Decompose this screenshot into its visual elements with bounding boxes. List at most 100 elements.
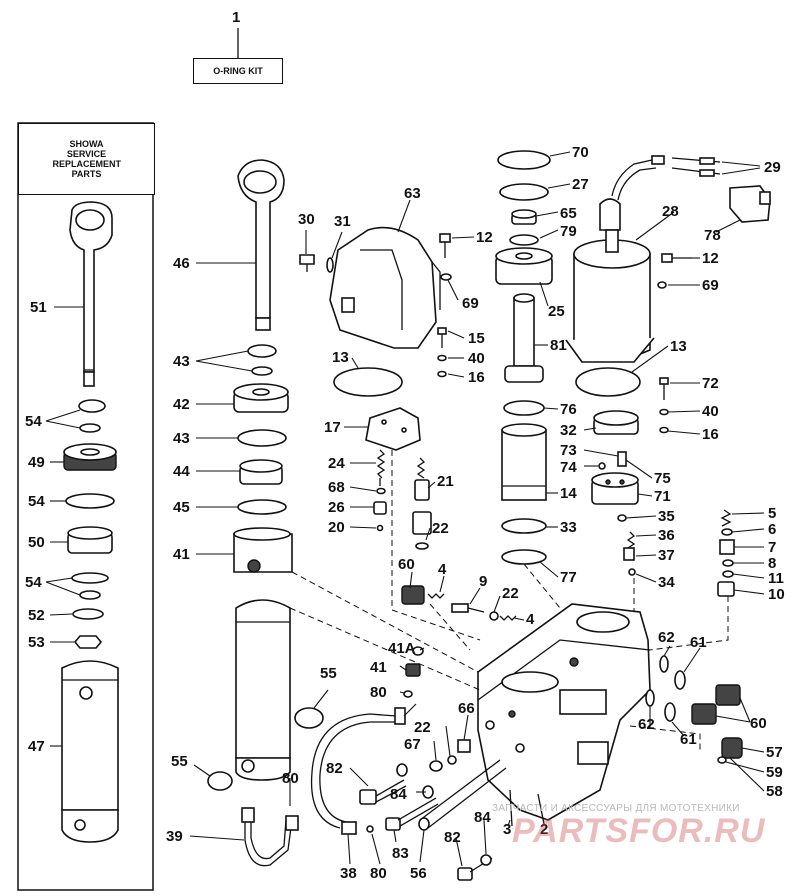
showa-piston-rod bbox=[69, 201, 113, 387]
callout-78: 78 bbox=[704, 227, 721, 244]
callout-3: 3 bbox=[503, 821, 512, 838]
callout-50: 50 bbox=[28, 534, 45, 551]
callout-59: 59 bbox=[766, 764, 783, 781]
callout-70: 70 bbox=[572, 144, 589, 161]
watermark-caption: ЗАПЧАСТИ И АКСЕССУАРЫ ДЛЯ МОТОТЕХНИКИ bbox=[492, 803, 740, 814]
callout-55: 55 bbox=[171, 753, 188, 770]
oring-33 bbox=[501, 518, 547, 534]
piston-81 bbox=[504, 293, 544, 383]
callout-25: 25 bbox=[548, 303, 565, 320]
ring-32 bbox=[593, 410, 639, 435]
callout-69: 69 bbox=[462, 295, 479, 312]
callout-21: 21 bbox=[437, 473, 454, 490]
screw-67 bbox=[429, 755, 457, 772]
spring-4b bbox=[499, 615, 517, 621]
callout-72: 72 bbox=[702, 375, 719, 392]
oring-43c bbox=[237, 429, 287, 447]
bolt-83 bbox=[385, 797, 439, 831]
callout-61: 61 bbox=[690, 634, 707, 651]
oring-27 bbox=[499, 183, 549, 201]
callout-41: 41 bbox=[173, 546, 190, 563]
callout-15: 15 bbox=[468, 330, 485, 347]
callout-83: 83 bbox=[392, 845, 409, 862]
callout-76: 76 bbox=[560, 401, 577, 418]
oring-62a bbox=[659, 655, 669, 673]
ball-74 bbox=[598, 462, 606, 470]
callout-30: 30 bbox=[298, 211, 315, 228]
cylinder-nut-41 bbox=[233, 527, 293, 573]
piston-rod-46 bbox=[237, 159, 285, 331]
callout-63: 63 bbox=[404, 185, 421, 202]
callout-77: 77 bbox=[560, 569, 577, 586]
fitting-60a bbox=[401, 585, 425, 605]
oring-45 bbox=[237, 499, 287, 515]
callout-52: 52 bbox=[28, 607, 45, 624]
callout-13: 13 bbox=[332, 349, 349, 366]
screw-72 bbox=[659, 377, 669, 400]
callout-49: 49 bbox=[28, 454, 45, 471]
screw-15 bbox=[437, 327, 447, 348]
cylinder-14 bbox=[501, 423, 547, 501]
oring-61b bbox=[664, 702, 676, 722]
showa-cylinder-47 bbox=[61, 660, 119, 843]
showa-kit-box: SHOWA SERVICE REPLACEMENT PARTS bbox=[18, 123, 155, 195]
callout-16: 16 bbox=[468, 369, 485, 386]
callout-22: 22 bbox=[502, 585, 519, 602]
oring-62b bbox=[645, 689, 655, 707]
plug-10 bbox=[717, 581, 735, 597]
callout-1: 1 bbox=[232, 9, 241, 26]
wires-29 bbox=[611, 155, 721, 201]
callout-39: 39 bbox=[166, 828, 183, 845]
callout-43: 43 bbox=[173, 353, 190, 370]
fitting-60b bbox=[691, 684, 741, 725]
bolt-82b bbox=[457, 857, 493, 881]
spring-5 bbox=[720, 509, 732, 527]
callout-4: 4 bbox=[526, 611, 535, 628]
callout-73: 73 bbox=[560, 442, 577, 459]
callout-42: 42 bbox=[173, 396, 190, 413]
callout-69: 69 bbox=[702, 277, 719, 294]
callout-7: 7 bbox=[768, 539, 777, 556]
showa-piston-50 bbox=[67, 526, 113, 554]
callout-34: 34 bbox=[658, 574, 675, 591]
oring-70 bbox=[497, 150, 551, 170]
showa-oring-54b bbox=[65, 493, 115, 509]
callout-5: 5 bbox=[768, 505, 777, 522]
oring-13a bbox=[333, 367, 403, 397]
callout-84: 84 bbox=[474, 809, 491, 826]
callout-14: 14 bbox=[560, 485, 577, 502]
callout-68: 68 bbox=[328, 479, 345, 496]
callout-17: 17 bbox=[324, 419, 341, 436]
callout-12: 12 bbox=[476, 229, 493, 246]
plug-55 bbox=[207, 707, 324, 791]
callout-38: 38 bbox=[340, 865, 357, 882]
fitting-66 bbox=[457, 739, 471, 753]
callout-51: 51 bbox=[30, 299, 47, 316]
tube-39 bbox=[241, 807, 299, 867]
callout-11: 11 bbox=[768, 570, 784, 587]
cover-17 bbox=[365, 407, 421, 451]
spring-4a bbox=[427, 593, 445, 599]
spring-24 bbox=[376, 449, 386, 486]
callout-40: 40 bbox=[702, 403, 719, 420]
spring-36 bbox=[626, 531, 636, 549]
callout-45: 45 bbox=[173, 499, 190, 516]
callout-62: 62 bbox=[638, 716, 655, 733]
showa-washer-52 bbox=[72, 608, 104, 620]
piston-44 bbox=[239, 459, 283, 485]
callout-16: 16 bbox=[702, 426, 719, 443]
callout-82: 82 bbox=[444, 829, 461, 846]
showa-cap-49 bbox=[63, 443, 117, 471]
callout-61: 61 bbox=[680, 731, 697, 748]
callout-47: 47 bbox=[28, 738, 45, 755]
block-71 bbox=[591, 472, 639, 505]
callout-22: 22 bbox=[414, 719, 431, 736]
seal-65 bbox=[511, 209, 537, 225]
watermark-logo: PARTSFOR.RU bbox=[512, 812, 766, 850]
callout-35: 35 bbox=[658, 508, 675, 525]
callout-54: 54 bbox=[25, 574, 42, 591]
motor-28 bbox=[565, 198, 655, 363]
callout-75: 75 bbox=[654, 470, 671, 487]
manifold-body bbox=[477, 603, 651, 821]
